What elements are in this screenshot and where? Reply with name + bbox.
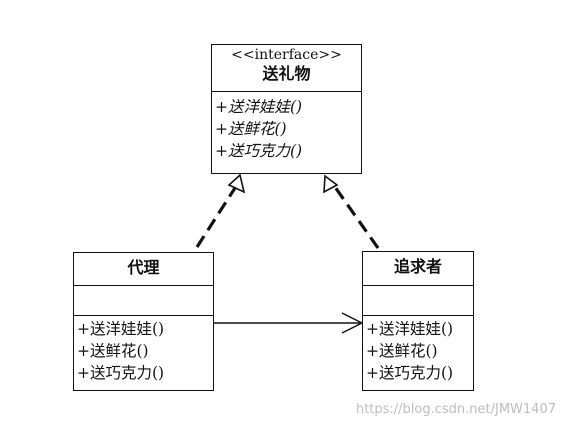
proxy-operation-3: +送巧克力(): [77, 364, 165, 382]
proxy-operations-section: +送洋娃娃() +送鲜花() +送巧克力(): [74, 316, 213, 384]
proxy-operation-1: +送洋娃娃(): [77, 320, 165, 338]
realization-line-pursuer: [333, 186, 380, 249]
interface-operation-3: +送巧克力(): [215, 142, 303, 160]
pursuer-class-name: 追求者: [393, 257, 442, 276]
interface-stereotype: <<interface>>: [231, 47, 342, 63]
realization-arrowhead-proxy: [227, 173, 246, 194]
interface-name-section: <<interface>> 送礼物: [212, 45, 361, 92]
pursuer-class-box[interactable]: 追求者 +送洋娃娃() +送鲜花() +送巧克力(): [362, 251, 474, 391]
proxy-class-name: 代理: [127, 258, 160, 277]
interface-operation-2: +送鲜花(): [215, 120, 287, 138]
watermark-text: https://blog.csdn.net/JMW1407: [355, 402, 556, 417]
interface-name: 送礼物: [262, 64, 311, 83]
pursuer-operation-1: +送洋娃娃(): [366, 320, 454, 338]
pursuer-operations-section: +送洋娃娃() +送鲜花() +送巧克力(): [363, 316, 473, 384]
pursuer-attributes-section: [363, 286, 473, 316]
proxy-name-section: 代理: [74, 253, 213, 286]
pursuer-operation-3: +送巧克力(): [366, 364, 454, 382]
pursuer-name-section: 追求者: [363, 252, 473, 286]
pursuer-operation-2: +送鲜花(): [366, 342, 438, 360]
realization-line-proxy: [195, 187, 237, 248]
proxy-class-box[interactable]: 代理 +送洋娃娃() +送鲜花() +送巧克力(): [73, 252, 214, 391]
realization-arrowhead-pursuer: [323, 174, 339, 194]
proxy-operation-2: +送鲜花(): [77, 342, 149, 360]
interface-class-box[interactable]: <<interface>> 送礼物 +送洋娃娃() +送鲜花() +送巧克力(): [211, 44, 362, 174]
proxy-attributes-section: [74, 286, 213, 316]
interface-operations-section: +送洋娃娃() +送鲜花() +送巧克力(): [212, 92, 361, 162]
interface-operation-1: +送洋娃娃(): [215, 98, 303, 116]
